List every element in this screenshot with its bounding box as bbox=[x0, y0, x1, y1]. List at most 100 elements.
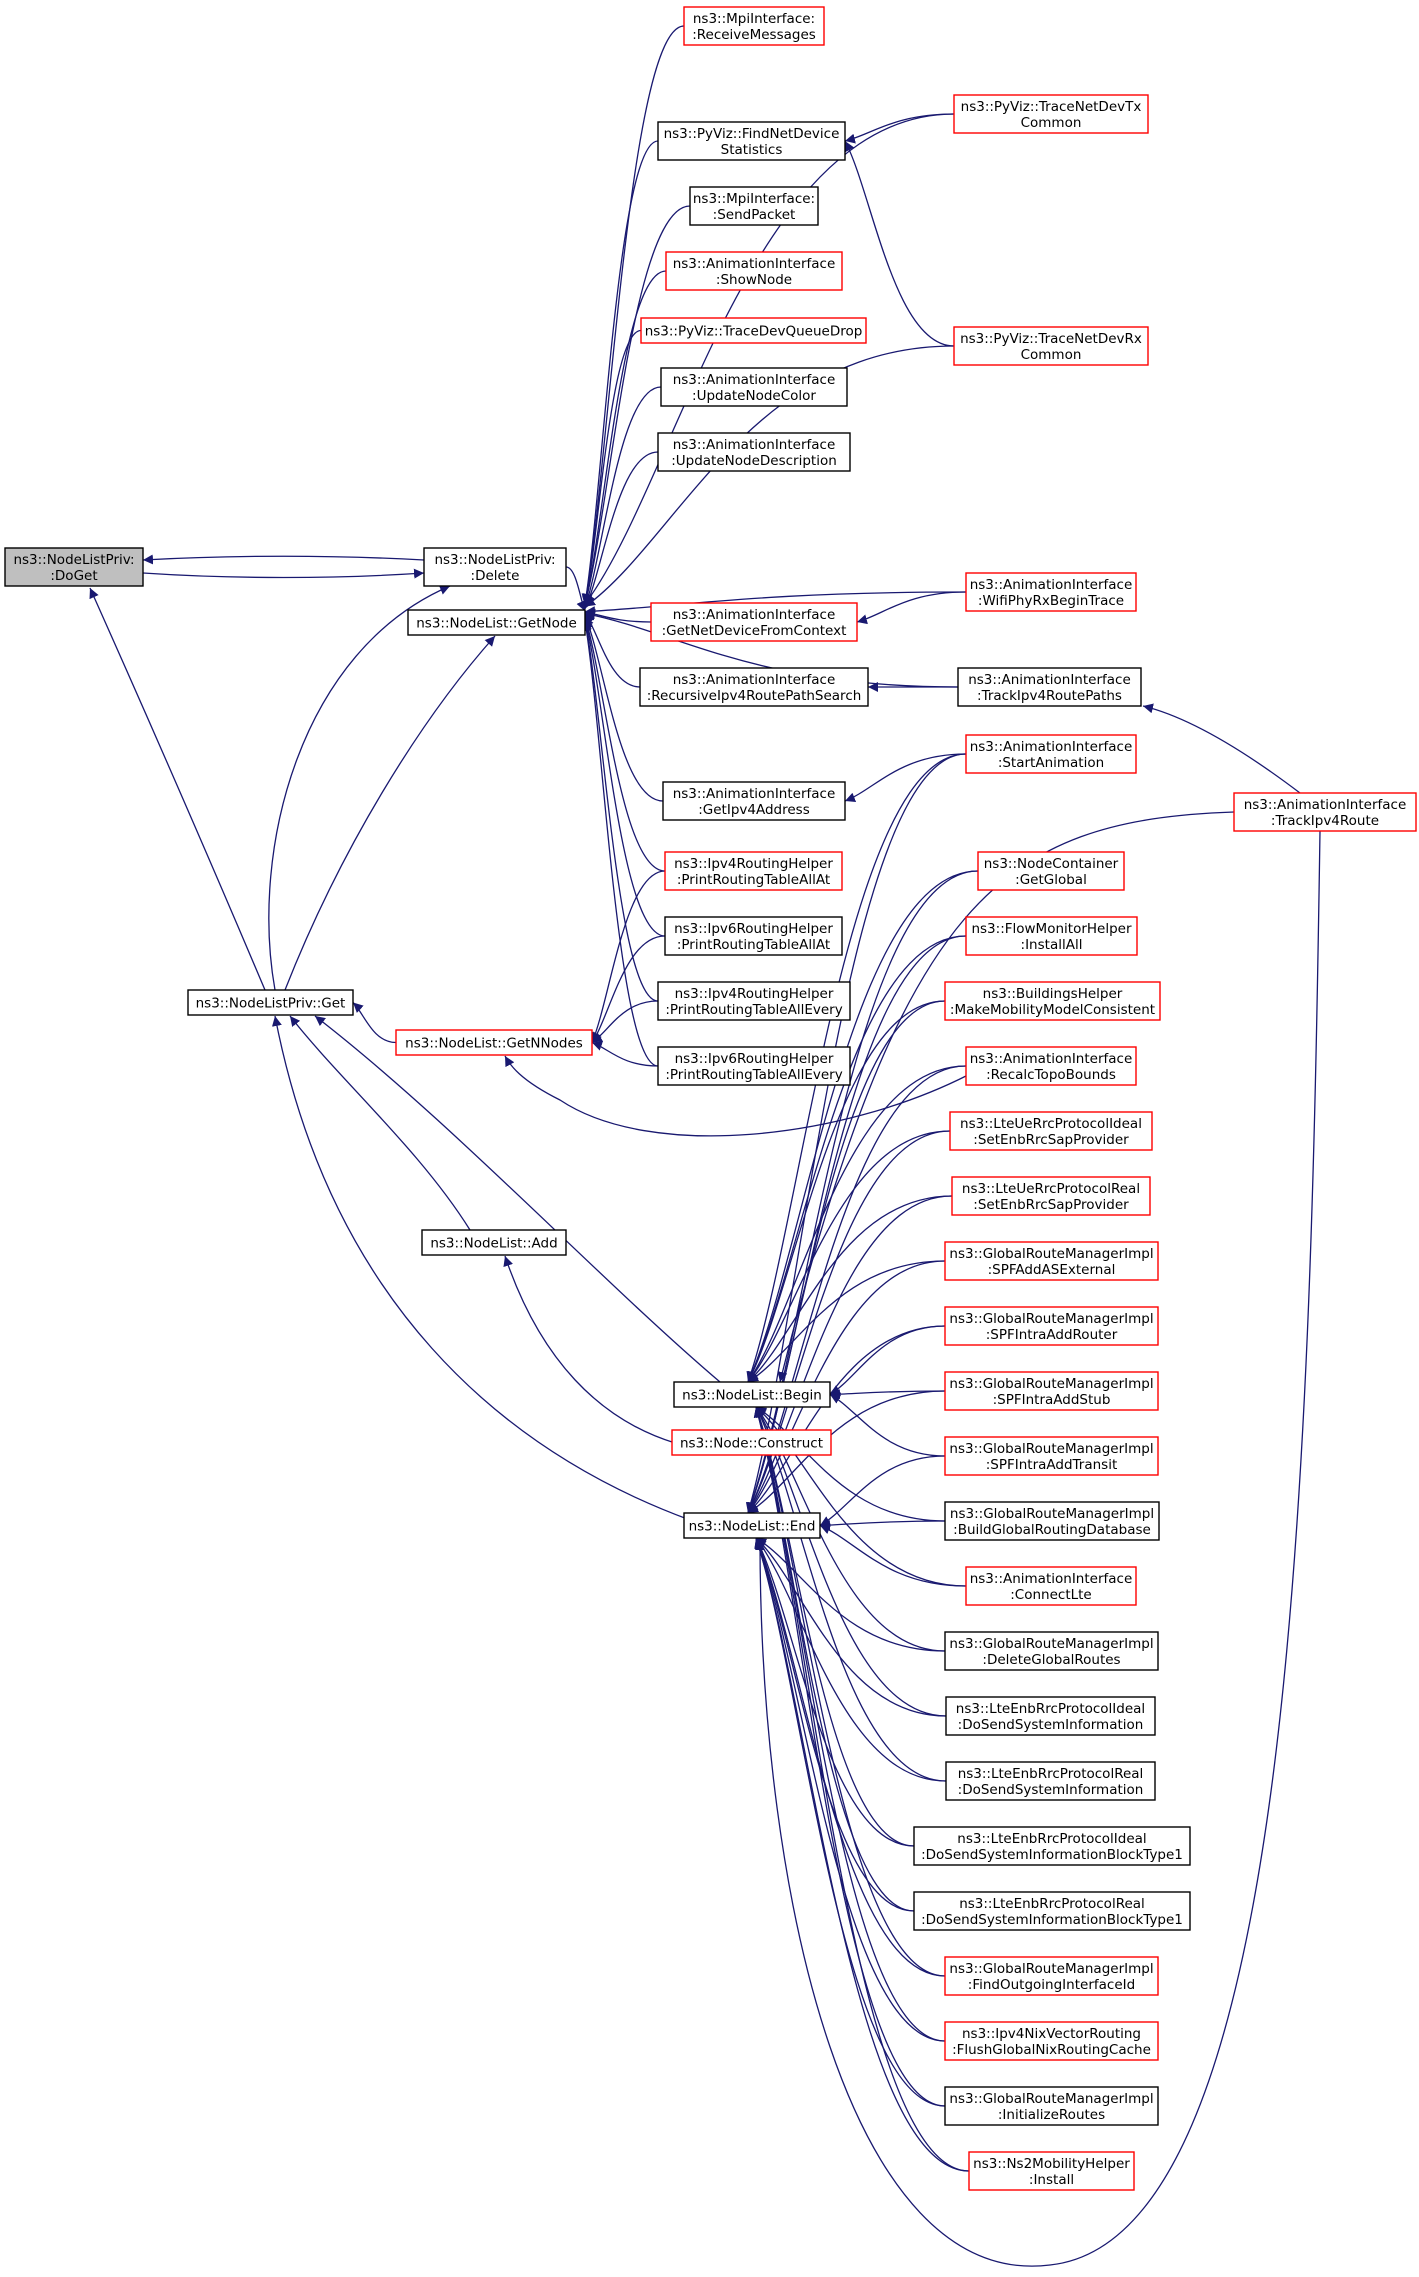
node-label: ns3::GlobalRouteManagerImpl bbox=[949, 1636, 1153, 1652]
node-box bbox=[673, 1381, 831, 1408]
node-rips[interactable]: ns3::AnimationInterface:RecursiveIpv4Rou… bbox=[639, 667, 869, 707]
node-label: :UpdateNodeDescription bbox=[671, 453, 837, 469]
node-label: ns3::AnimationInterface bbox=[970, 577, 1133, 593]
node-label: ns3::AnimationInterface bbox=[673, 672, 836, 688]
node-box bbox=[4, 547, 144, 587]
node-gn[interactable]: ns3::NodeList::GetNode bbox=[407, 609, 586, 636]
edge-tip-to-tir bbox=[1142, 703, 1301, 794]
node-spfs[interactable]: ns3::GlobalRouteManagerImpl:SPFIntraAddS… bbox=[944, 1371, 1159, 1411]
node-end[interactable]: ns3::NodeList::End bbox=[683, 1512, 821, 1539]
node-label: ns3::AnimationInterface bbox=[673, 607, 836, 623]
node-ncg[interactable]: ns3::NodeContainer:GetGlobal bbox=[977, 851, 1125, 891]
edge-gnn-to-rtb bbox=[504, 1055, 969, 1137]
edge-end-to-uer bbox=[747, 1195, 953, 1514]
node-sa[interactable]: ns3::AnimationInterface:StartAnimation bbox=[965, 734, 1137, 774]
edge-beg-to-rtb bbox=[747, 1065, 967, 1383]
node-box bbox=[968, 2151, 1135, 2191]
node-dgr[interactable]: ns3::GlobalRouteManagerImpl:DeleteGlobal… bbox=[944, 1631, 1159, 1671]
node-spfr[interactable]: ns3::GlobalRouteManagerImpl:SPFIntraAddR… bbox=[944, 1306, 1159, 1346]
node-get[interactable]: ns3::NodeListPriv::Get bbox=[187, 989, 354, 1016]
node-box bbox=[957, 667, 1142, 707]
edge-beg-to-dsbr bbox=[754, 1406, 915, 1912]
node-p4at[interactable]: ns3::Ipv4RoutingHelper:PrintRoutingTable… bbox=[664, 851, 843, 891]
node-foi[interactable]: ns3::GlobalRouteManagerImpl:FindOutgoing… bbox=[944, 1956, 1159, 1996]
node-mpirx[interactable]: ns3::MpiInterface::ReceiveMessages bbox=[683, 6, 825, 46]
node-wifi[interactable]: ns3::AnimationInterface:WifiPhyRxBeginTr… bbox=[965, 572, 1137, 612]
node-box bbox=[657, 432, 851, 472]
node-cons[interactable]: ns3::Node::Construct bbox=[671, 1429, 832, 1456]
node-tir[interactable]: ns3::AnimationInterface:TrackIpv4Route bbox=[1233, 792, 1417, 832]
node-label: ns3::NodeList::GetNode bbox=[416, 616, 577, 632]
node-dg[interactable]: ns3::NodeListPriv::DoGet bbox=[4, 547, 144, 587]
node-spfase[interactable]: ns3::GlobalRouteManagerImpl:SPFAddASExte… bbox=[944, 1241, 1159, 1281]
node-box bbox=[913, 1826, 1191, 1866]
edge-gn-to-ttx bbox=[584, 113, 955, 605]
node-unc[interactable]: ns3::AnimationInterface:UpdateNodeColor bbox=[660, 367, 848, 407]
node-label: ns3::GlobalRouteManagerImpl bbox=[949, 1376, 1153, 1392]
node-box bbox=[944, 1956, 1159, 1996]
node-gip[interactable]: ns3::AnimationInterface:GetIpv4Address bbox=[662, 781, 846, 821]
node-label: ns3::LteEnbRrcProtocolReal bbox=[959, 1896, 1145, 1912]
node-label: ns3::GlobalRouteManagerImpl bbox=[949, 2091, 1153, 2107]
edge-beg-to-nix bbox=[754, 1406, 946, 2042]
node-fmh[interactable]: ns3::FlowMonitorHelper:InstallAll bbox=[965, 916, 1138, 956]
edge-gn-to-tip bbox=[584, 610, 959, 688]
node-label: ns3::LteEnbRrcProtocolReal bbox=[958, 1766, 1144, 1782]
edge-beg-to-bh bbox=[747, 1000, 946, 1383]
edge-gn-to-wifi bbox=[584, 591, 967, 617]
edge-get-to-del bbox=[268, 585, 451, 991]
node-ir[interactable]: ns3::GlobalRouteManagerImpl:InitializeRo… bbox=[944, 2086, 1159, 2126]
node-box bbox=[945, 1696, 1156, 1736]
node-dssr[interactable]: ns3::LteEnbRrcProtocolReal:DoSendSystemI… bbox=[945, 1761, 1156, 1801]
node-tip[interactable]: ns3::AnimationInterface:TrackIpv4RoutePa… bbox=[957, 667, 1142, 707]
node-bgrd[interactable]: ns3::GlobalRouteManagerImpl:BuildGlobalR… bbox=[944, 1501, 1160, 1541]
node-tdqd[interactable]: ns3::PyViz::TraceDevQueueDrop bbox=[640, 317, 867, 344]
node-p6at[interactable]: ns3::Ipv6RoutingHelper:PrintRoutingTable… bbox=[664, 916, 843, 956]
node-bh[interactable]: ns3::BuildingsHelper:MakeMobilityModelCo… bbox=[944, 981, 1161, 1021]
edge-get-to-gnn bbox=[352, 1002, 397, 1044]
node-nix[interactable]: ns3::Ipv4NixVectorRouting:FlushGlobalNix… bbox=[944, 2021, 1159, 2061]
node-spft[interactable]: ns3::GlobalRouteManagerImpl:SPFIntraAddT… bbox=[944, 1436, 1159, 1476]
node-p4ev[interactable]: ns3::Ipv4RoutingHelper:PrintRoutingTable… bbox=[657, 981, 851, 1021]
node-ns2[interactable]: ns3::Ns2MobilityHelper:Install bbox=[968, 2151, 1135, 2191]
node-box bbox=[664, 851, 843, 891]
node-gnn[interactable]: ns3::NodeList::GetNNodes bbox=[395, 1029, 593, 1056]
node-label: ns3::AnimationInterface bbox=[970, 739, 1133, 755]
node-p6ev[interactable]: ns3::Ipv6RoutingHelper:PrintRoutingTable… bbox=[657, 1046, 851, 1086]
node-box bbox=[650, 602, 858, 642]
node-dssi[interactable]: ns3::LteEnbRrcProtocolIdeal:DoSendSystem… bbox=[945, 1696, 1156, 1736]
node-box bbox=[951, 1176, 1151, 1216]
node-box bbox=[944, 1241, 1159, 1281]
node-box bbox=[944, 1306, 1159, 1346]
node-dsbi[interactable]: ns3::LteEnbRrcProtocolIdeal:DoSendSystem… bbox=[913, 1826, 1191, 1866]
node-del[interactable]: ns3::NodeListPriv::Delete bbox=[423, 547, 567, 587]
edge-end-to-dsbi bbox=[755, 1537, 915, 1847]
edge-get-to-add bbox=[289, 1015, 471, 1231]
node-label: ns3::AnimationInterface bbox=[968, 672, 1131, 688]
edge-end-to-foi bbox=[755, 1537, 946, 1977]
edge-end-to-ns2 bbox=[754, 1537, 970, 2172]
node-label: ns3::AnimationInterface bbox=[673, 372, 836, 388]
node-ueid[interactable]: ns3::LteUeRrcProtocolIdeal:SetEnbRrcSapP… bbox=[949, 1111, 1153, 1151]
node-und[interactable]: ns3::AnimationInterface:UpdateNodeDescri… bbox=[657, 432, 851, 472]
node-label: ns3::Ipv6RoutingHelper bbox=[675, 1051, 834, 1067]
node-beg[interactable]: ns3::NodeList::Begin bbox=[673, 1381, 831, 1408]
node-clte[interactable]: ns3::AnimationInterface:ConnectLte bbox=[965, 1566, 1137, 1606]
node-uer[interactable]: ns3::LteUeRrcProtocolReal:SetEnbRrcSapPr… bbox=[951, 1176, 1151, 1216]
node-label: :PrintRoutingTableAllEvery bbox=[665, 1002, 842, 1018]
node-add[interactable]: ns3::NodeList::Add bbox=[421, 1229, 567, 1256]
node-mpisp[interactable]: ns3::MpiInterface::SendPacket bbox=[689, 186, 819, 226]
node-box bbox=[640, 317, 867, 344]
node-gndc[interactable]: ns3::AnimationInterface:GetNetDeviceFrom… bbox=[650, 602, 858, 642]
edge-end-to-bgrd bbox=[819, 1520, 946, 1531]
edge-gn-to-show bbox=[582, 270, 667, 606]
edge-gn-to-fnd bbox=[581, 140, 659, 605]
node-rtb[interactable]: ns3::AnimationInterface:RecalcTopoBounds bbox=[965, 1046, 1137, 1086]
node-show[interactable]: ns3::AnimationInterface:ShowNode bbox=[665, 251, 843, 291]
node-dsbr[interactable]: ns3::LteEnbRrcProtocolReal:DoSendSystemI… bbox=[913, 1891, 1191, 1931]
node-label: Common bbox=[1021, 115, 1082, 131]
